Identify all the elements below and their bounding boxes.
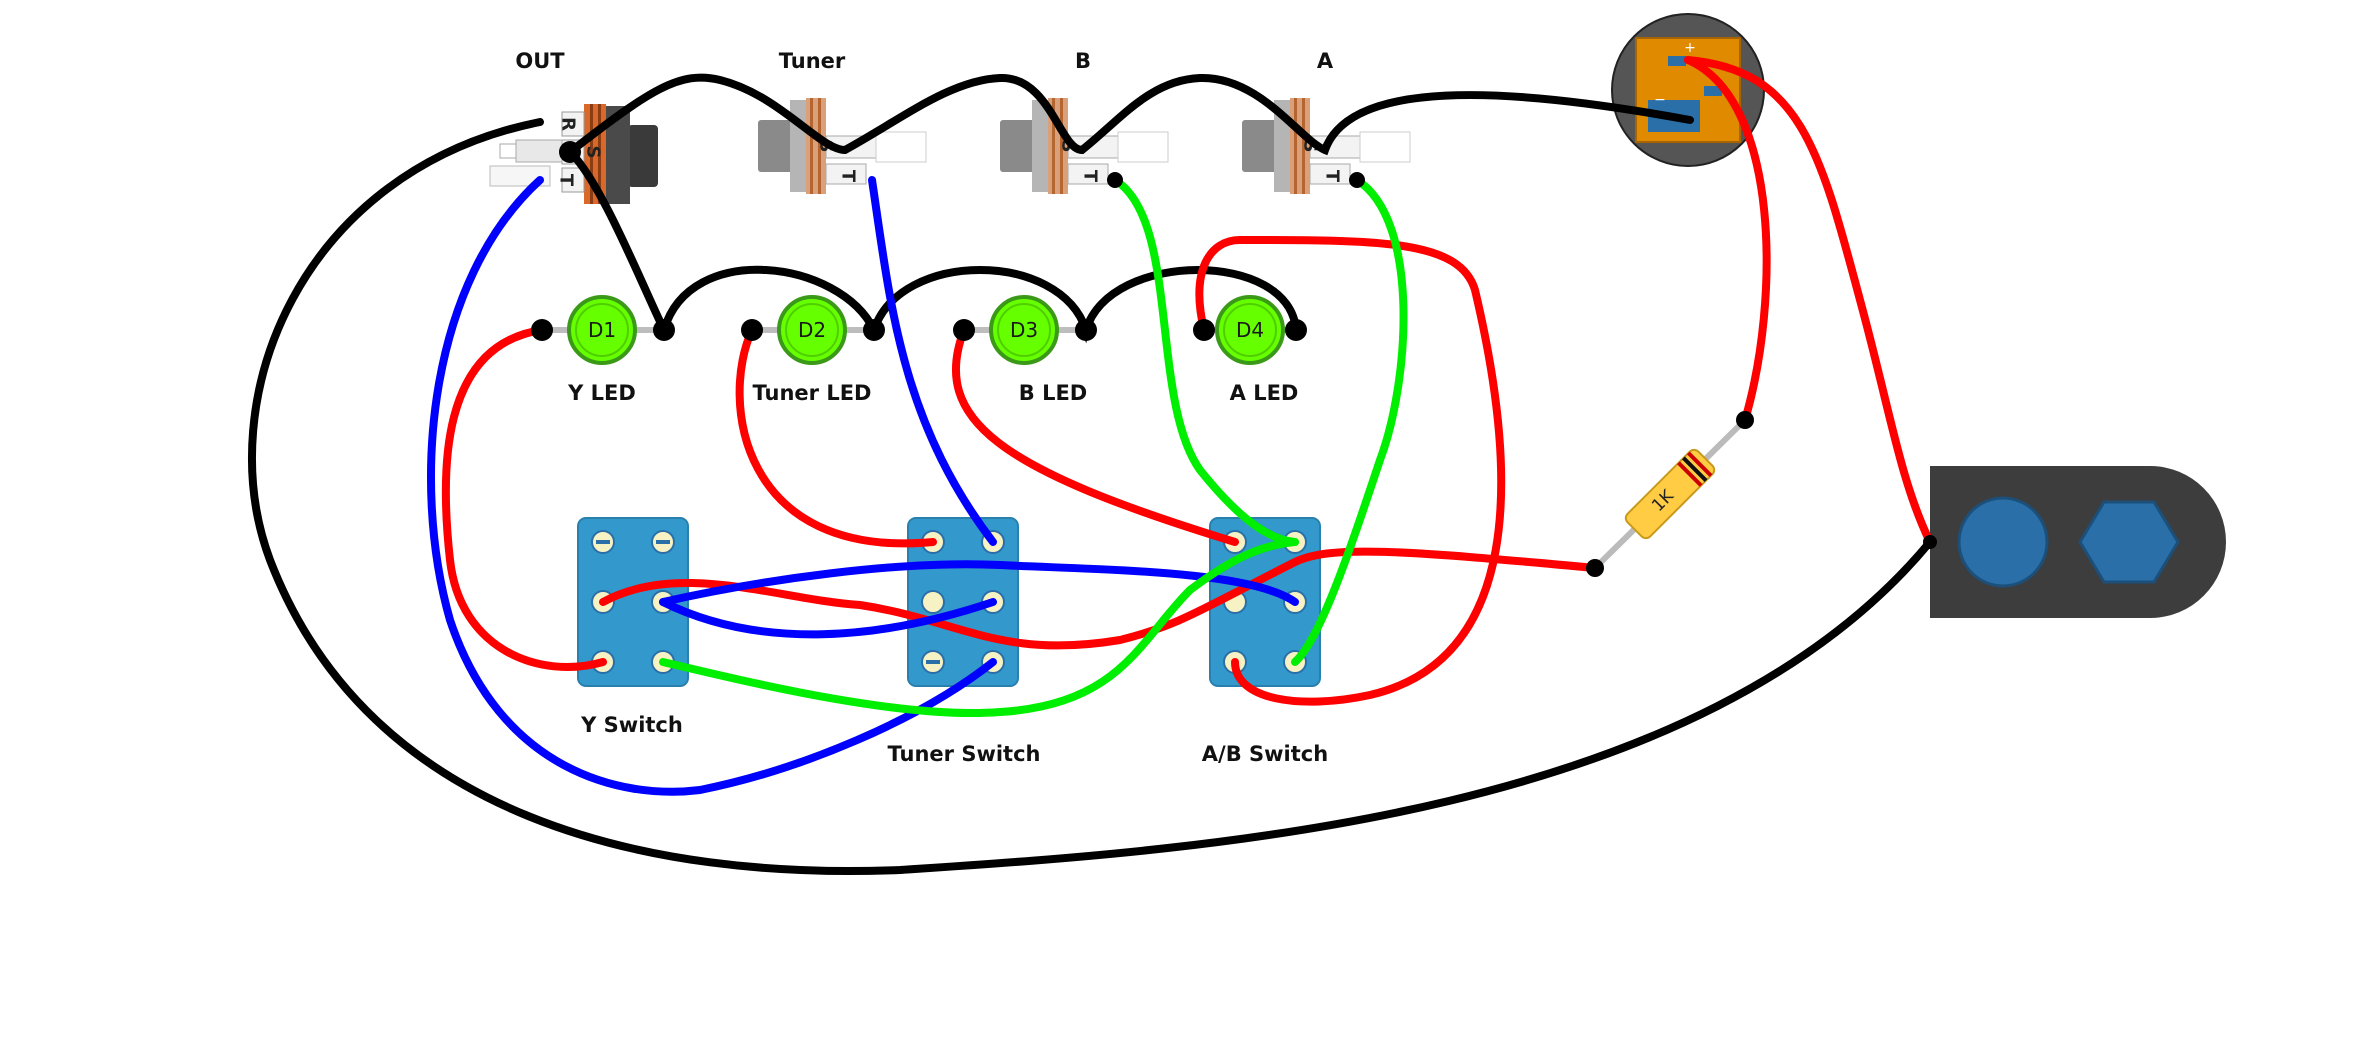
- out-jack-nut: [628, 125, 658, 187]
- b-jack-pin-t: T: [1080, 170, 1101, 183]
- resistor-1k: 1K: [1592, 417, 1748, 571]
- led-d1-ref: D1: [588, 318, 616, 342]
- switch-label-tuner: Tuner Switch: [888, 742, 1041, 766]
- out-jack-pin-s: S: [583, 146, 604, 159]
- signal-wires-blue: [426, 176, 1299, 796]
- led-label-tuner: Tuner LED: [753, 381, 872, 405]
- footswitch-enclosure: [1930, 466, 2226, 618]
- led-d2: D2: [777, 295, 847, 365]
- signal-wires-green: [659, 176, 1408, 718]
- switch-label-ab: A/B Switch: [1202, 742, 1328, 766]
- dc-jack-minus-label: −: [1654, 92, 1666, 108]
- led-d3-ref: D3: [1010, 318, 1038, 342]
- hexagon-nut-icon: [2078, 500, 2180, 584]
- jack-label-tuner: Tuner: [779, 49, 846, 73]
- round-button-icon: [1957, 496, 2049, 588]
- dc-power-jack: + −: [1611, 13, 1765, 167]
- out-jack-pin-t: T: [556, 174, 577, 187]
- led-label-b: B LED: [1019, 381, 1087, 405]
- solder-points: [531, 141, 1937, 577]
- led-d2-ref: D2: [798, 318, 826, 342]
- led-label-a: A LED: [1230, 381, 1299, 405]
- a-jack-pin-t: T: [1322, 170, 1343, 183]
- switch-label-y: Y Switch: [580, 713, 683, 737]
- led-d4: D4: [1215, 295, 1285, 365]
- led-label-y: Y LED: [567, 381, 636, 405]
- power-wires: [441, 56, 1934, 706]
- jack-label-b: B: [1075, 49, 1091, 73]
- jack-label-a: A: [1317, 49, 1334, 73]
- out-jack-pin-r: R: [558, 117, 579, 131]
- led-d1: D1: [567, 295, 637, 365]
- ground-wires: [248, 73, 1934, 876]
- jack-label-out: OUT: [515, 49, 565, 73]
- led-d3: D3: [989, 295, 1059, 365]
- led-d4-ref: D4: [1236, 318, 1264, 342]
- tuner-jack-pin-t: T: [838, 170, 859, 183]
- dc-jack-plus-label: +: [1684, 40, 1696, 56]
